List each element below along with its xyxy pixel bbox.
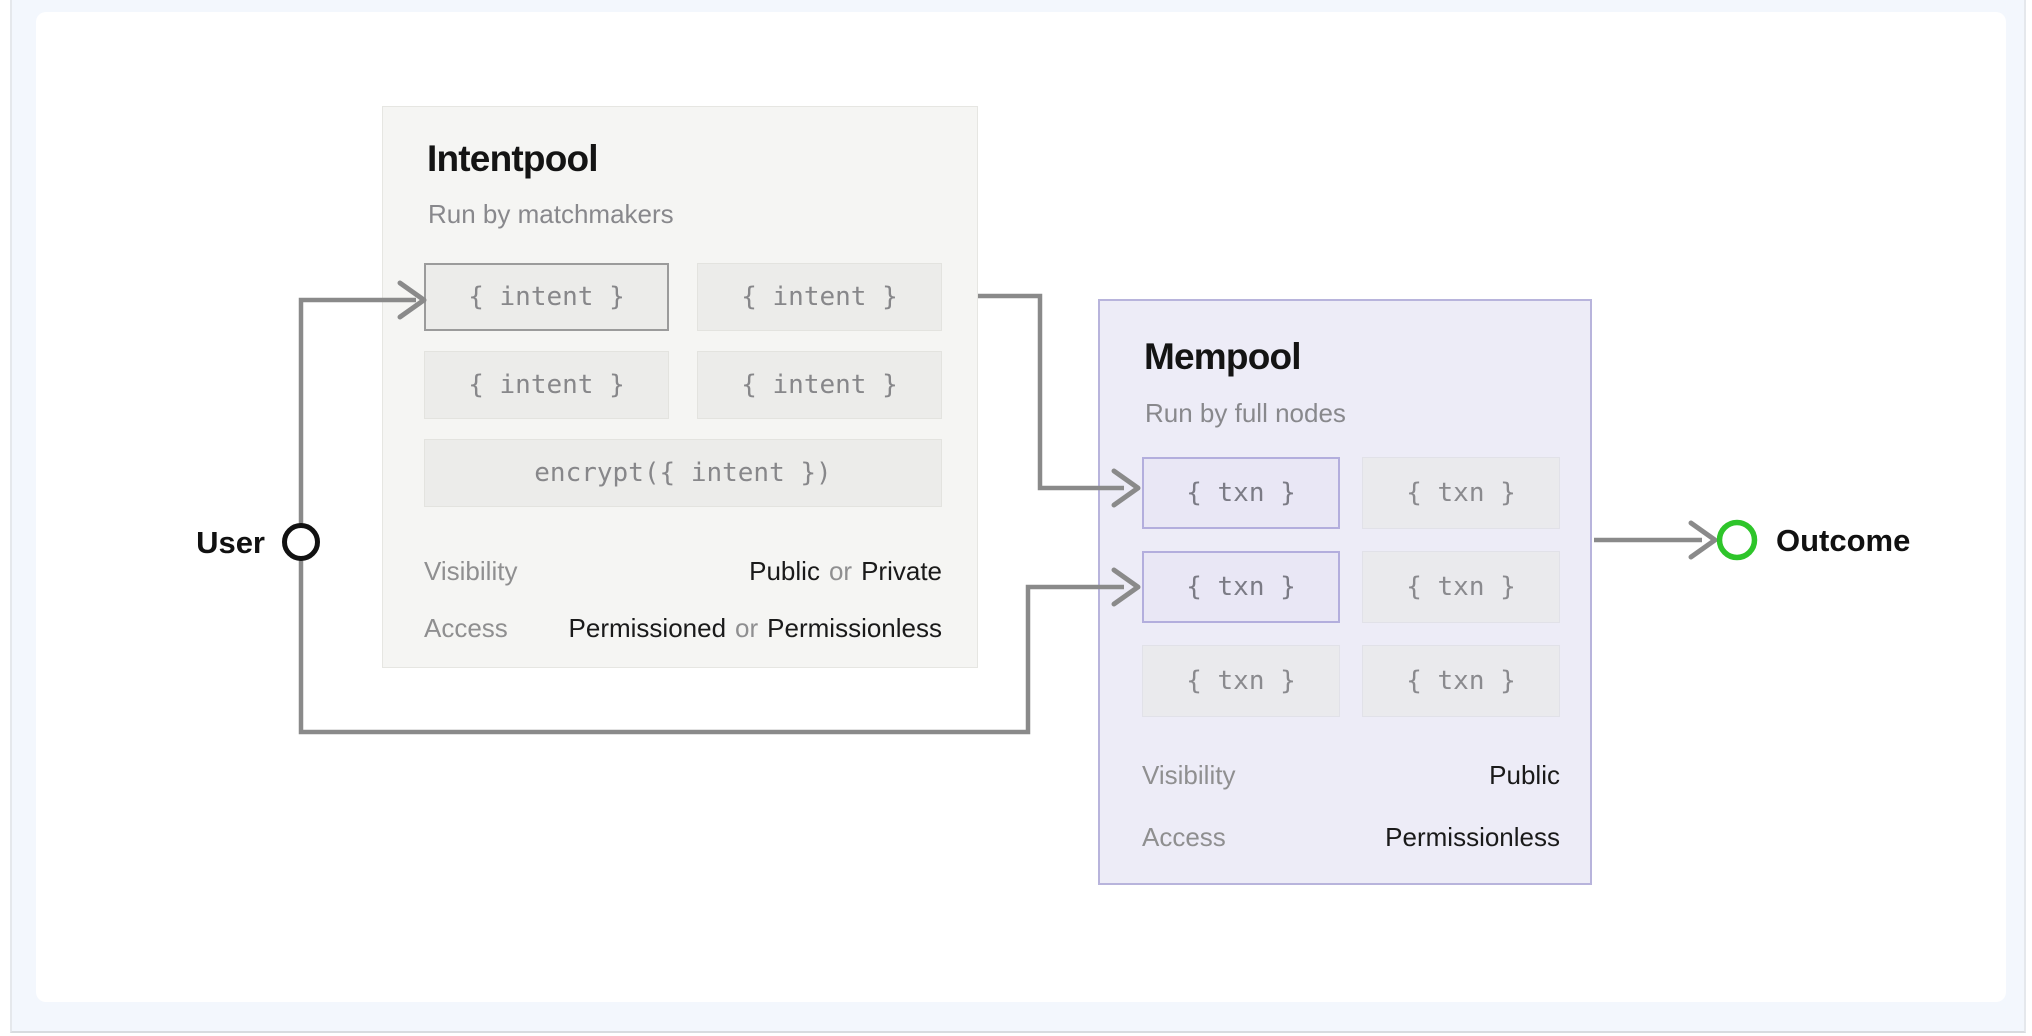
mempool-panel: Mempool Run by full nodes { txn } { txn … xyxy=(1098,299,1592,885)
intentpool-panel: Intentpool Run by matchmakers { intent }… xyxy=(382,106,978,668)
intentpool-subtitle: Run by matchmakers xyxy=(428,199,674,229)
intentpool-visibility-row: Visibility Public or Private xyxy=(424,556,942,587)
visibility-option-public: Public xyxy=(749,556,820,586)
mempool-subtitle: Run by full nodes xyxy=(1145,398,1346,428)
txn-box: { txn } xyxy=(1362,551,1560,623)
intent-grid: { intent } { intent } { intent } { inten… xyxy=(424,263,942,507)
intentpool-title: Intentpool xyxy=(427,138,599,179)
intent-box-highlighted: { intent } xyxy=(424,263,669,331)
access-joiner: or xyxy=(735,613,759,643)
visibility-label: Visibility xyxy=(424,556,518,586)
txn-box: { txn } xyxy=(1362,645,1560,717)
intent-box: { intent } xyxy=(697,351,942,419)
access-option-permissioned: Permissioned xyxy=(568,613,727,643)
txn-grid: { txn } { txn } { txn } { txn } { txn } … xyxy=(1142,457,1560,717)
access-label: Access xyxy=(1142,822,1226,852)
outcome-label: Outcome xyxy=(1776,523,1911,558)
txn-box: { txn } xyxy=(1362,457,1560,529)
diagram-card xyxy=(36,12,2006,1002)
access-value: Permissioned or Permissionless xyxy=(568,613,942,644)
access-value: Permissionless xyxy=(1385,822,1560,852)
visibility-joiner: or xyxy=(828,556,853,586)
txn-box-highlighted: { txn } xyxy=(1142,551,1340,623)
mempool-access-row: Access Permissionless xyxy=(1142,822,1560,853)
access-label: Access xyxy=(424,613,508,643)
mempool-visibility-row: Visibility Public xyxy=(1142,760,1560,791)
txn-box: { txn } xyxy=(1142,645,1340,717)
visibility-label: Visibility xyxy=(1142,760,1236,790)
access-option-permissionless: Permissionless xyxy=(767,613,942,643)
intent-box: { intent } xyxy=(424,351,669,419)
intent-box: { intent } xyxy=(697,263,942,331)
visibility-value: Public xyxy=(1489,760,1560,790)
encrypt-intent-box: encrypt({ intent }) xyxy=(424,439,942,507)
txn-box-highlighted: { txn } xyxy=(1142,457,1340,529)
visibility-option-private: Private xyxy=(861,556,942,586)
visibility-value: Public or Private xyxy=(749,556,942,587)
intentpool-access-row: Access Permissioned or Permissionless xyxy=(424,613,942,644)
mempool-title: Mempool xyxy=(1144,336,1302,377)
user-label: User xyxy=(196,525,265,560)
